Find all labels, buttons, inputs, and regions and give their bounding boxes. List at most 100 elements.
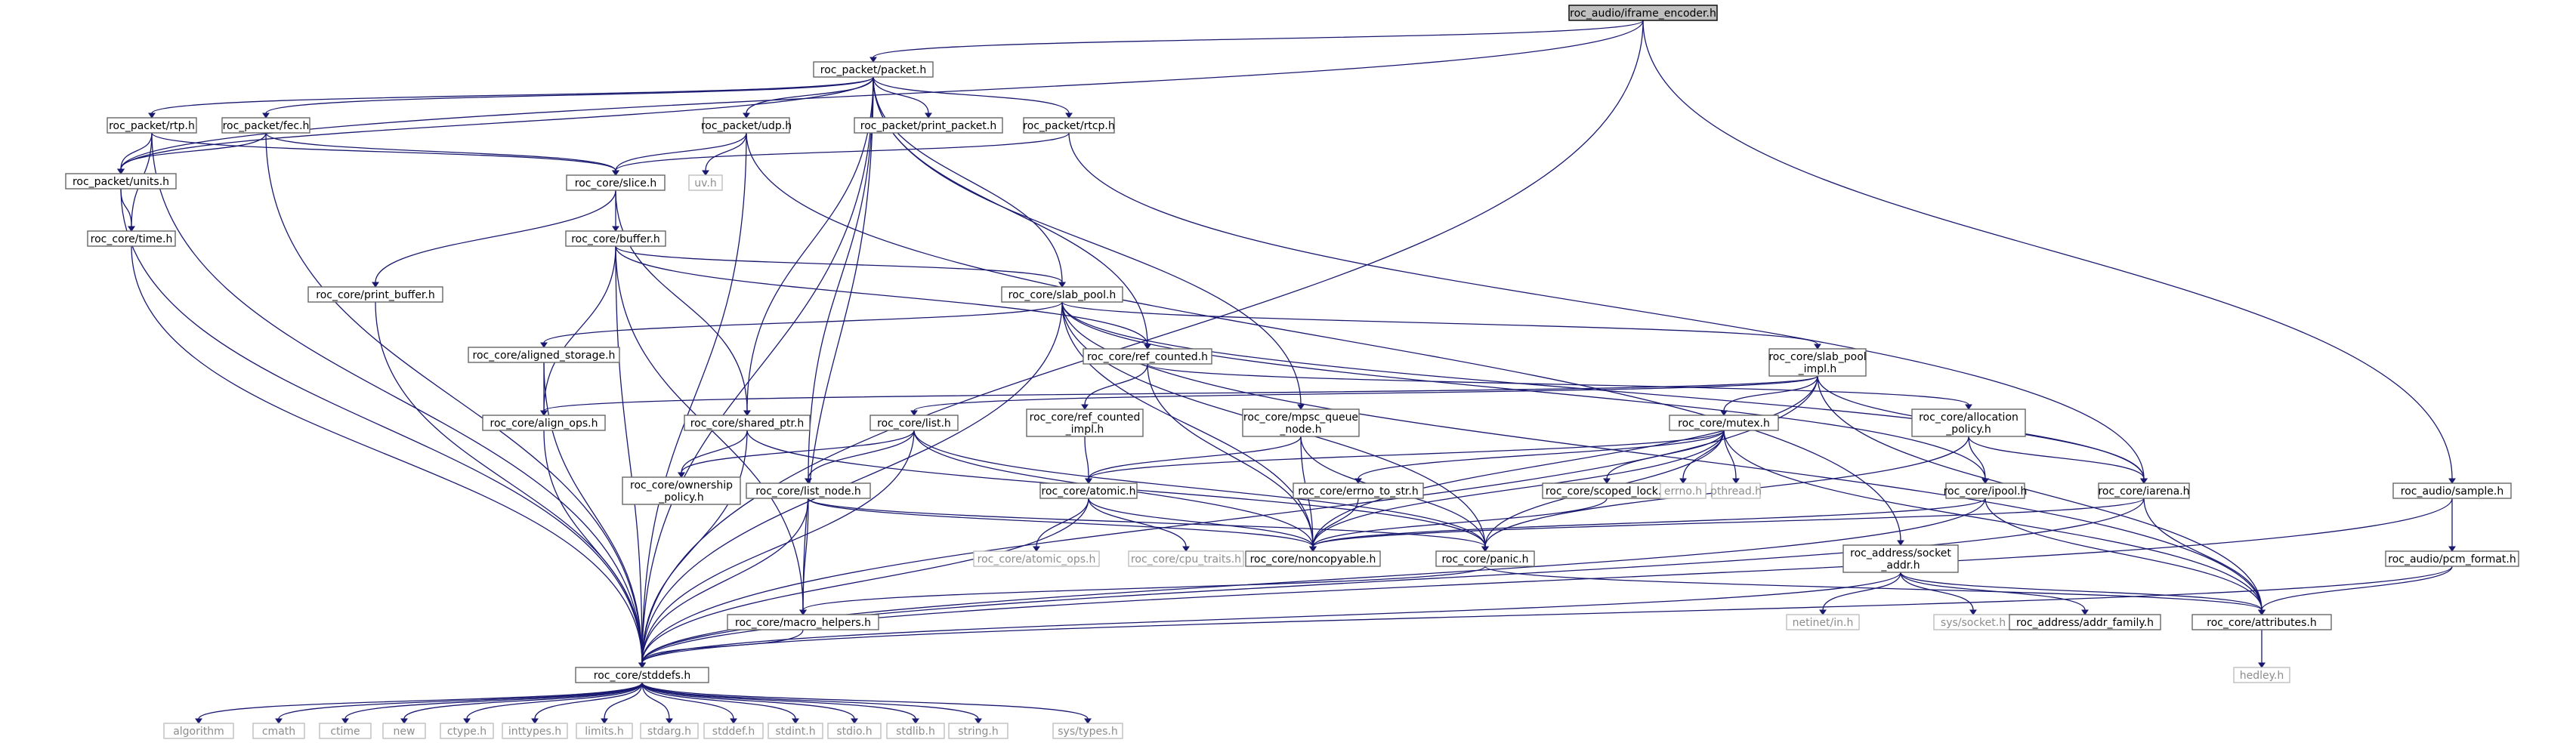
graph-edges	[117, 20, 2456, 724]
node-time[interactable]: roc_core/time.h	[87, 230, 176, 247]
node-label: roc_core/panic.h	[1441, 553, 1528, 566]
node-rtp[interactable]: roc_packet/rtp.h	[107, 117, 197, 134]
edge-socket_addr-to-sys_socket	[1900, 572, 1977, 615]
node-stdio: stdio.h	[827, 723, 882, 739]
node-cmath: cmath	[252, 723, 305, 739]
node-label: uv.h	[694, 177, 716, 190]
edge-buffer-to-align_ops	[540, 245, 616, 416]
node-label: roc_packet/fec.h	[223, 120, 310, 132]
node-list-node[interactable]: roc_core/list_node.h	[746, 482, 871, 499]
edge-slab_pool_impl-to-align_ops	[540, 375, 1818, 416]
edge-fec-to-stddefs	[265, 132, 646, 668]
node-stddefs[interactable]: roc_core/stddefs.h	[575, 667, 709, 683]
node-mpsc-queue-node[interactable]: roc_core/mpsc_queue_node.h	[1242, 408, 1360, 437]
node-label: roc_core/slab_pool	[1768, 351, 1866, 363]
node-allocation-policy[interactable]: roc_core/allocation_policy.h	[1911, 408, 2026, 437]
edge-packet-to-fec	[262, 76, 874, 119]
node-socket-addr[interactable]: roc_address/socket_addr.h	[1842, 544, 1959, 573]
node-label: sys/types.h	[1058, 726, 1117, 738]
node-panic[interactable]: roc_core/panic.h	[1435, 550, 1535, 567]
edge-packet-to-print_packet	[873, 76, 932, 119]
node-label: roc_core/ipool.h	[1944, 485, 2028, 498]
node-frame-encoder[interactable]: roc_audio/iframe_encoder.h	[1568, 5, 1718, 21]
node-slab-pool-impl[interactable]: roc_core/slab_pool_impl.h	[1768, 348, 1867, 377]
node-scoped-lock[interactable]: roc_core/scoped_lock.h	[1542, 482, 1672, 499]
node-fec[interactable]: roc_packet/fec.h	[221, 117, 310, 134]
edge-pcm_format-to-stddefs	[638, 566, 2453, 668]
node-slab-pool[interactable]: roc_core/slab_pool.h	[1001, 286, 1123, 303]
node-slice[interactable]: roc_core/slice.h	[566, 174, 666, 191]
node-attributes[interactable]: roc_core/attributes.h	[2191, 614, 2332, 630]
node-label: inttypes.h	[508, 726, 561, 738]
edge-allocation_policy-to-ipool	[1968, 436, 1989, 484]
node-shared-ptr[interactable]: roc_core/shared_ptr.h	[684, 415, 811, 431]
node-units[interactable]: roc_packet/units.h	[65, 173, 177, 190]
node-atomic-ops: roc_core/atomic_ops.h	[973, 550, 1100, 567]
node-iarena[interactable]: roc_core/iarena.h	[2098, 482, 2190, 499]
node-sys-types: sys/types.h	[1052, 723, 1123, 739]
node-algorithm: algorithm	[163, 723, 234, 739]
edge-stddefs-to-ctype	[463, 682, 643, 724]
node-errno-to-str[interactable]: roc_core/errno_to_str.h	[1293, 482, 1424, 499]
node-print-packet[interactable]: roc_packet/print_packet.h	[854, 117, 1003, 134]
edge-slab_pool-to-slab_pool_impl	[1061, 301, 1821, 350]
edge-udp-to-uv	[702, 132, 747, 176]
edge-packet-to-macro_helpers	[799, 76, 874, 615]
edge-stddefs-to-inttypes	[531, 682, 643, 724]
edge-stddefs-to-new	[400, 682, 643, 724]
node-sys-socket: sys/socket.h	[1933, 614, 2013, 630]
node-atomic[interactable]: roc_core/atomic.h	[1039, 482, 1138, 499]
node-pcm-format[interactable]: roc_audio/pcm_format.h	[2385, 550, 2519, 567]
node-label: roc_core/cpu_traits.h	[1131, 553, 1241, 566]
node-label: _impl.h	[1798, 363, 1837, 375]
node-rtcp[interactable]: roc_packet/rtcp.h	[1023, 117, 1115, 134]
node-label: roc_core/aligned_storage.h	[473, 350, 616, 362]
edge-sample-to-pcm_format	[2448, 498, 2456, 552]
edge-list-to-ownership_policy	[678, 430, 915, 478]
edge-stddefs-to-stdlib	[641, 682, 919, 724]
edge-list_node-to-panic	[808, 498, 1489, 552]
node-ref-counted-impl[interactable]: roc_core/ref_counted_impl.h	[1026, 408, 1144, 437]
edge-packet-to-rtp	[148, 76, 874, 119]
edge-mutex-to-errno_to_str	[1354, 430, 1725, 484]
edge-macro_helpers-to-stddefs	[638, 629, 804, 668]
node-label: roc_core/time.h	[91, 233, 173, 245]
edge-attributes-to-hedley	[2258, 630, 2266, 668]
node-align-ops[interactable]: roc_core/align_ops.h	[482, 415, 606, 431]
node-label: roc_core/noncopyable.h	[1250, 553, 1376, 566]
node-label: roc_core/print_buffer.h	[316, 289, 434, 301]
node-macro-helpers[interactable]: roc_core/macro_helpers.h	[727, 614, 879, 630]
edge-packet-to-rtcp	[873, 76, 1073, 119]
edge-buffer-to-ref_counted	[615, 245, 1151, 350]
edge-socket_addr-to-netinet_in	[1819, 572, 1901, 615]
node-list[interactable]: roc_core/list.h	[869, 415, 959, 431]
node-label: ctime	[330, 726, 360, 738]
node-label: roc_packet/packet.h	[820, 64, 927, 76]
node-label: roc_core/atomic.h	[1042, 485, 1136, 498]
node-label: cmath	[262, 726, 295, 738]
edge-stddefs-to-ctime	[341, 682, 643, 724]
node-packet[interactable]: roc_packet/packet.h	[813, 61, 934, 78]
node-ref-counted[interactable]: roc_core/ref_counted.h	[1083, 348, 1212, 365]
node-label: roc_core/buffer.h	[571, 233, 660, 245]
node-udp[interactable]: roc_packet/udp.h	[701, 117, 792, 134]
node-label: roc_core/mutex.h	[1678, 418, 1770, 430]
node-label: roc_core/atomic_ops.h	[978, 553, 1096, 566]
node-label: roc_core/iarena.h	[2098, 485, 2189, 498]
edge-sample-to-stddefs	[638, 498, 2453, 668]
node-aligned-storage[interactable]: roc_core/aligned_storage.h	[468, 347, 620, 363]
node-stddef: stddef.h	[703, 723, 764, 739]
node-label: roc_core/align_ops.h	[490, 418, 598, 430]
node-buffer[interactable]: roc_core/buffer.h	[565, 230, 666, 247]
node-ownership-policy[interactable]: roc_core/ownership_policy.h	[622, 476, 741, 505]
node-label: roc_audio/pcm_format.h	[2388, 553, 2516, 566]
node-noncopyable[interactable]: roc_core/noncopyable.h	[1245, 550, 1381, 567]
node-print-buffer[interactable]: roc_core/print_buffer.h	[307, 286, 443, 303]
node-addr-family[interactable]: roc_address/addr_family.h	[2009, 614, 2161, 630]
node-sample[interactable]: roc_audio/sample.h	[2392, 482, 2512, 499]
node-netinet-in: netinet/in.h	[1786, 614, 1860, 630]
node-label: roc_core/shared_ptr.h	[690, 418, 805, 430]
node-mutex[interactable]: roc_core/mutex.h	[1669, 415, 1779, 431]
node-ipool[interactable]: roc_core/ipool.h	[1944, 482, 2028, 499]
